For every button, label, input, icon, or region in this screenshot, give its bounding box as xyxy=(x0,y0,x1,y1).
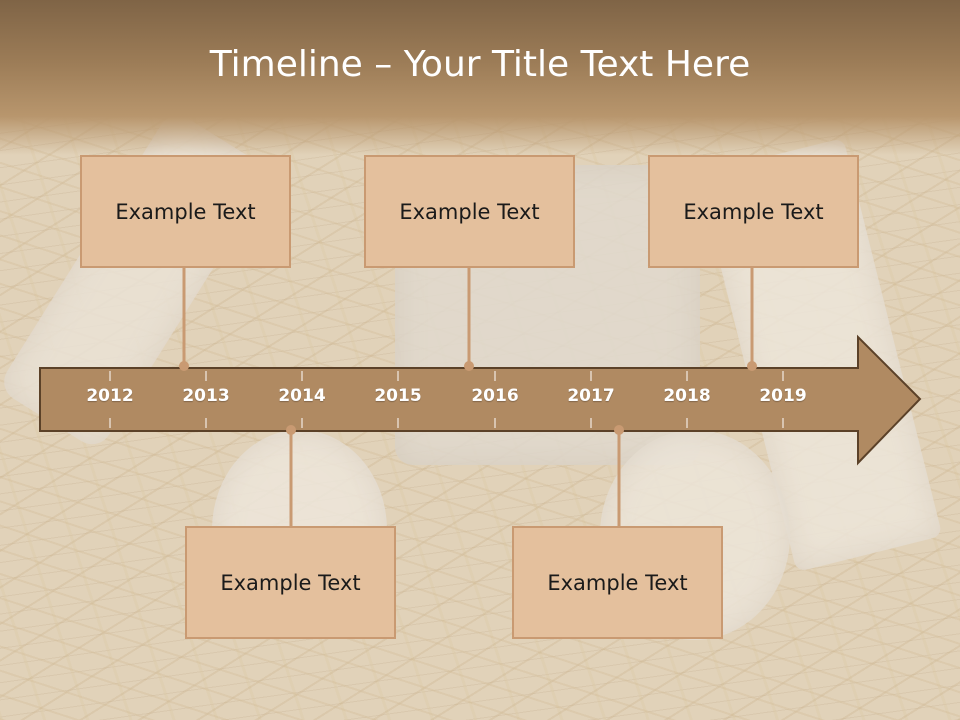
slide-title: Timeline – Your Title Text Here xyxy=(209,44,751,85)
year-label: 2018 xyxy=(663,386,711,406)
year-label: 2012 xyxy=(86,386,134,406)
timeline-arrow xyxy=(39,334,922,466)
event-box-below[interactable]: Example Text xyxy=(512,526,723,639)
year-label: 2016 xyxy=(471,386,519,406)
connector-dot xyxy=(179,361,189,371)
year-label: 2013 xyxy=(182,386,230,406)
year-label: 2019 xyxy=(759,386,807,406)
connector-dot xyxy=(614,425,624,435)
year-label: 2017 xyxy=(567,386,615,406)
event-box-below[interactable]: Example Text xyxy=(185,526,396,639)
event-box-above[interactable]: Example Text xyxy=(80,155,291,268)
connector-dot xyxy=(747,361,757,371)
year-label: 2014 xyxy=(278,386,326,406)
tick-marks xyxy=(109,371,784,428)
connector-dot xyxy=(286,425,296,435)
event-box-above[interactable]: Example Text xyxy=(648,155,859,268)
title-bar: Timeline – Your Title Text Here xyxy=(0,0,960,155)
event-box-above[interactable]: Example Text xyxy=(364,155,575,268)
connector-dot xyxy=(464,361,474,371)
year-label: 2015 xyxy=(374,386,422,406)
